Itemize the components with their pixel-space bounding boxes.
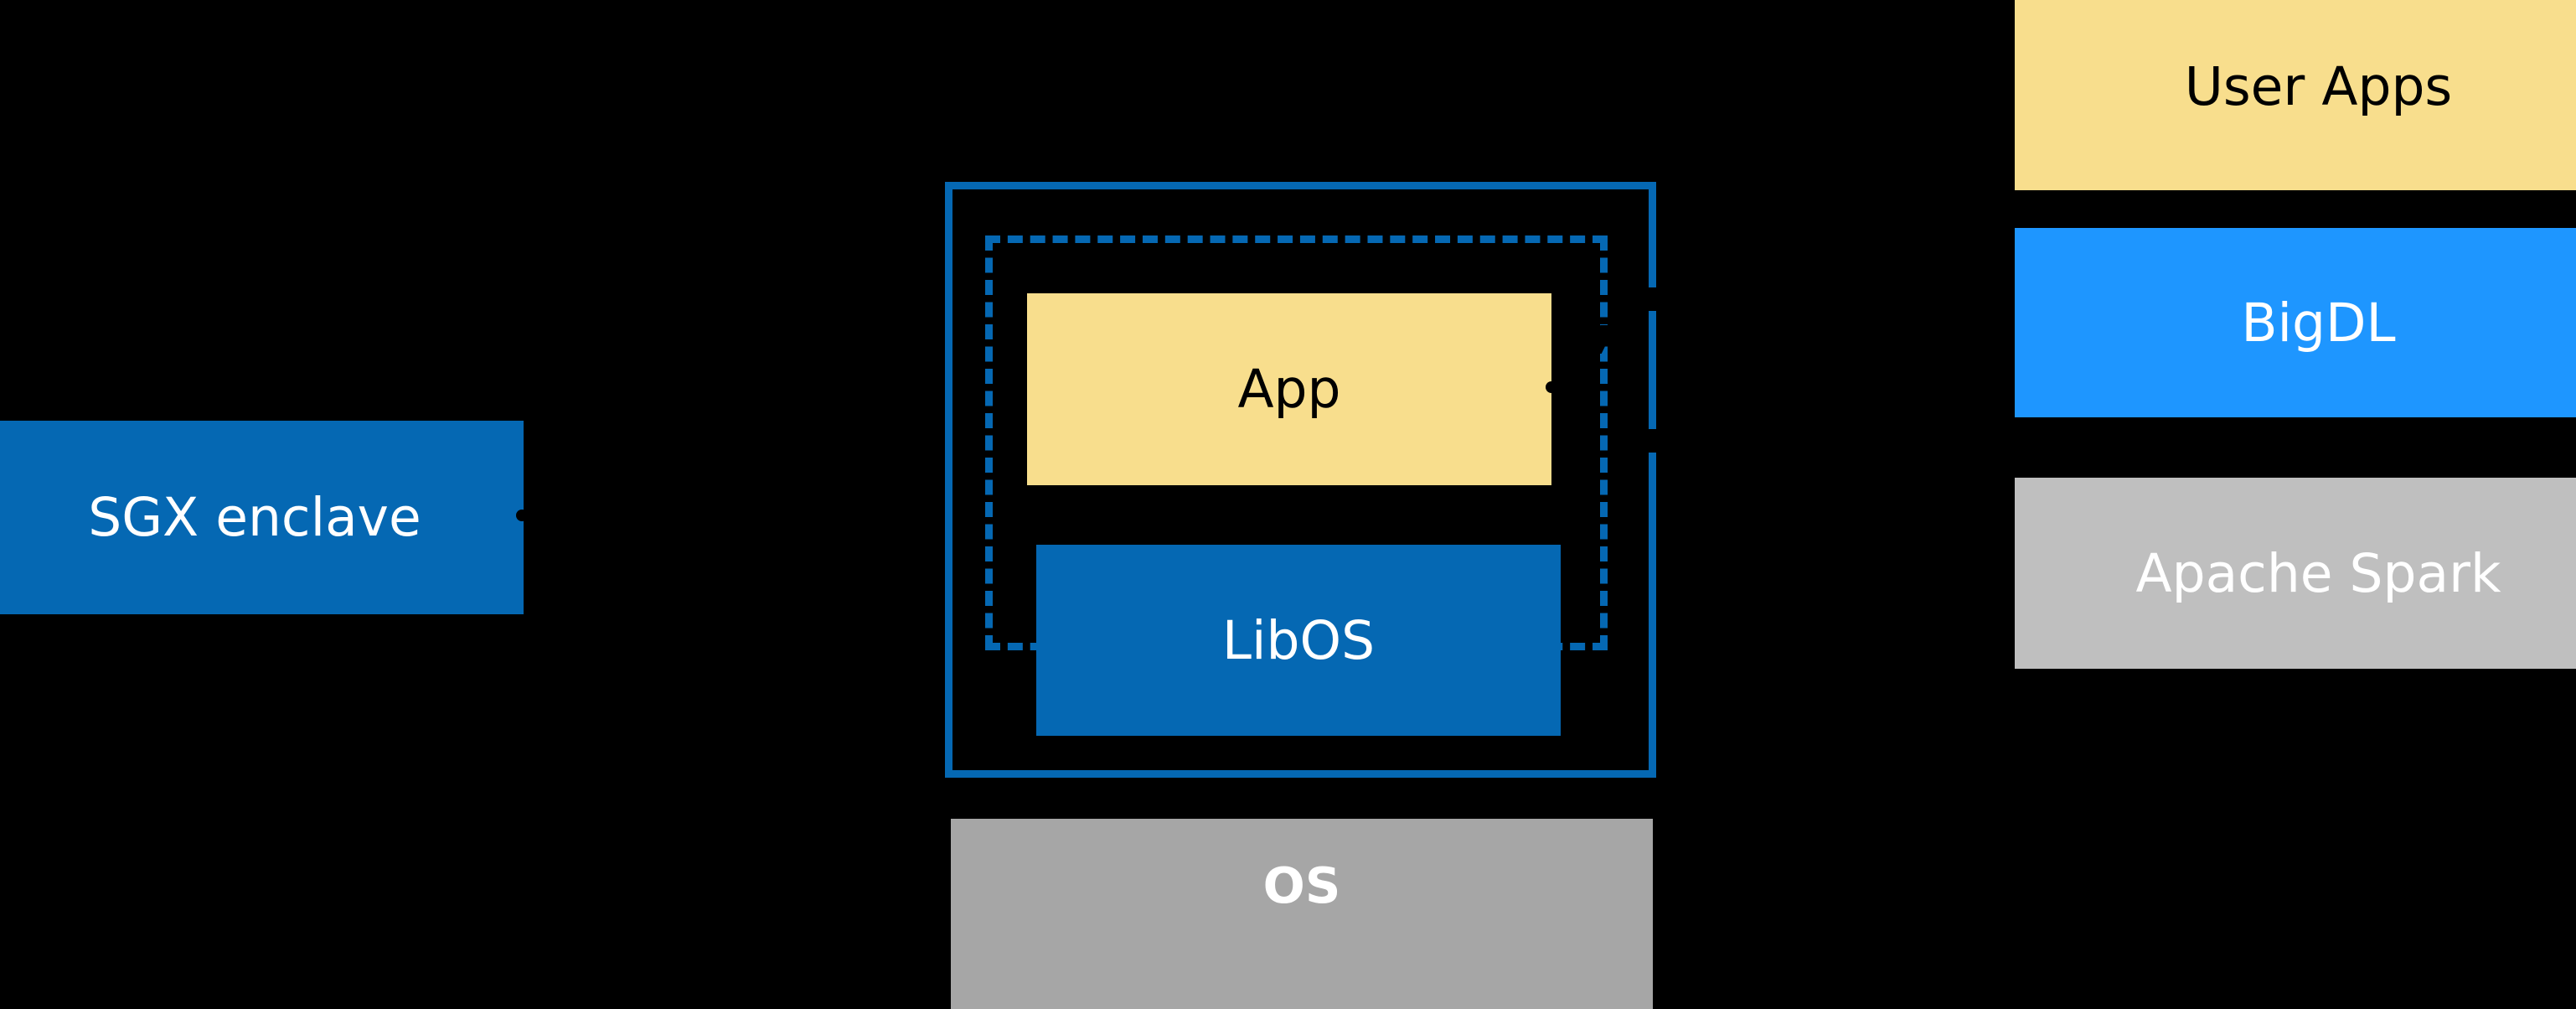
bigdl-box: BigDL [2015,228,2576,417]
bigdl-label: BigDL [2241,292,2396,354]
apache-spark-label: Apache Spark [2135,542,2501,604]
apache-spark-box: Apache Spark [2015,478,2576,669]
sgx-enclave-outline [945,182,1656,778]
app-box: App [1027,293,1551,485]
sgx-enclave-label: SGX enclave [88,487,421,548]
os-label: OS [1262,856,1341,914]
libos-label: LibOS [1221,609,1376,671]
app-leader-dot [1546,381,1557,393]
user-apps-label: User Apps [2184,56,2453,117]
user-apps-box: User Apps [2015,0,2576,190]
os-box: OS [951,819,1653,1009]
sgx-enclave-box: SGX enclave [0,421,524,614]
app-label: App [1237,359,1341,420]
sgx-leader-dot [516,510,528,521]
libos-box: LibOS [1036,545,1561,736]
